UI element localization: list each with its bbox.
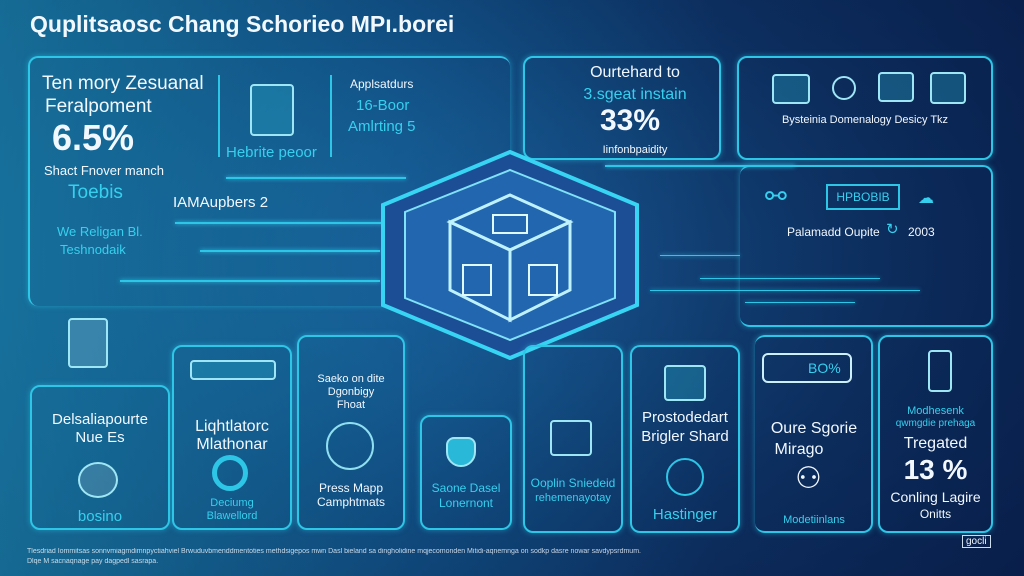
house-icon — [550, 420, 592, 456]
app-line-2: Amlrting 5 — [348, 118, 416, 135]
connector-line — [650, 290, 920, 291]
card-4-line-1: Saone Dasel — [431, 481, 501, 495]
card-3-line-2: Camphtmats — [316, 495, 386, 509]
card-4 — [420, 415, 512, 530]
card-2-line-1: Liqhtlatorc — [195, 418, 269, 435]
card-3-line-1: Press Mapp — [318, 481, 384, 495]
connector-line — [745, 302, 855, 303]
badge: HPBOBIB — [826, 184, 900, 210]
card-7-line-2: Mirago — [774, 441, 824, 458]
card-5-line-2: rehemenayotay — [535, 492, 611, 504]
card-6-sub: Hastinger — [652, 506, 718, 523]
lightbulb-icon — [326, 422, 374, 470]
card-6-line-2: Brigler Shard — [641, 428, 729, 445]
card-8-line-2: Onitts — [919, 507, 952, 521]
page-title: Quplitsaosc Chang Schorieo MPı.borei — [30, 11, 455, 37]
card-2-sub-2: Blawellord — [206, 510, 258, 522]
network-panel — [740, 165, 993, 327]
app-title: Applsatdurs — [350, 77, 414, 91]
calendar-icon — [250, 84, 294, 136]
clock-icon — [832, 76, 856, 100]
footer-line-1: Tlesdriad Iommitsas sonnvmiagmdimnpyctia… — [27, 548, 641, 555]
card-7-sub: Modetiinlans — [783, 514, 845, 526]
server-icon — [190, 360, 276, 380]
connector-line — [200, 250, 380, 252]
left-heading-2: Feralpoment — [45, 96, 152, 117]
badge-icon — [666, 458, 704, 496]
windows-icon — [878, 72, 914, 102]
card-2-line-2: Mlathonar — [196, 436, 268, 453]
connector-line — [120, 280, 380, 282]
card-1 — [30, 385, 170, 530]
network-year: 2003 — [908, 225, 935, 239]
gear-icon — [212, 455, 248, 491]
card-8-line-1: Conling Lagire — [890, 489, 981, 505]
monitor-icon — [772, 74, 810, 104]
card-2-sub-1: Deciumg — [210, 497, 254, 509]
logo: gocli — [962, 535, 991, 548]
left-panel — [28, 56, 510, 306]
left-note-1: We Religan Bl. — [57, 224, 143, 239]
browser-icon — [930, 72, 966, 104]
left-heading-1: Ten mory Zesuanal — [42, 73, 204, 94]
card-7-line-1: Oure Sgorie — [770, 420, 858, 437]
people-icon: ⚇ — [795, 462, 822, 495]
connector-line — [660, 255, 740, 256]
card-3-top-1: Saeko on dite — [317, 373, 385, 385]
divider — [330, 75, 332, 157]
card-6-line-1: Prostodedart — [642, 409, 728, 426]
left-stat: 6.5% — [52, 117, 135, 158]
card-8-top-1: Modhesenk — [907, 405, 964, 417]
card-8-label: Tregated — [903, 435, 968, 452]
left-caption: Shact Fnover manch — [44, 163, 164, 178]
card-1-line-2: Nue Es — [75, 429, 125, 446]
card-5-line-1: Ooplin Sniedeid — [530, 476, 616, 490]
network-icon: ⚯ — [765, 181, 787, 211]
divider — [218, 75, 220, 157]
connector-line — [605, 165, 795, 167]
document-icon — [68, 318, 108, 368]
chat-bubble: BO% — [762, 353, 852, 383]
cube-icon — [78, 462, 118, 498]
connector-line — [175, 222, 385, 224]
card-4-line-2: Lonernont — [438, 496, 494, 510]
connector-line — [226, 177, 406, 179]
stat-panel — [523, 56, 721, 160]
dashboard-icon — [664, 365, 706, 401]
card-8 — [878, 335, 993, 533]
stat-line-1: Ourtehard to — [590, 64, 680, 81]
left-sub: Toebis — [68, 182, 123, 203]
card-1-sub: bosino — [77, 508, 123, 525]
card-2 — [172, 345, 292, 530]
sync-icon: ↻ — [886, 221, 899, 238]
tools-caption: Bysteinia Domenalogy Desicy Tkz — [781, 114, 949, 126]
card-3 — [297, 335, 405, 530]
connector-line — [700, 278, 880, 279]
stat-line-2: 3.sgeat instain — [583, 86, 687, 103]
calendar-label: Hebrite peoor — [226, 144, 317, 161]
stat-value: 33% — [599, 104, 661, 137]
card-1-line-1: Delsaliapourte — [52, 411, 148, 428]
card-8-top-2: qwmgdie prehaga — [895, 418, 976, 429]
tools-panel — [737, 56, 993, 160]
card-5 — [523, 345, 623, 533]
stat-caption: Iinfonbpaidity — [602, 144, 668, 156]
phone-icon — [928, 350, 952, 392]
card-7 — [755, 335, 873, 533]
card-3-top-2: Dgonbigy — [327, 386, 375, 398]
network-label: Palamadd Oupite — [787, 225, 880, 239]
footer-line-2: Dlqe M sacnaqnage pay dagpedl sasrapa. — [27, 558, 159, 565]
cloud-icon: ☁ — [918, 190, 934, 207]
app-line-1: 16-Boor — [356, 97, 410, 114]
shield-icon — [446, 437, 476, 467]
card-8-stat: 13 % — [903, 454, 968, 485]
card-3-top-3: Fhoat — [336, 399, 366, 411]
left-note-2: Teshnodaik — [60, 242, 126, 257]
central-cube-emblem — [381, 150, 639, 360]
card-6 — [630, 345, 740, 533]
left-item-label: IAMAupbers 2 — [173, 194, 269, 211]
